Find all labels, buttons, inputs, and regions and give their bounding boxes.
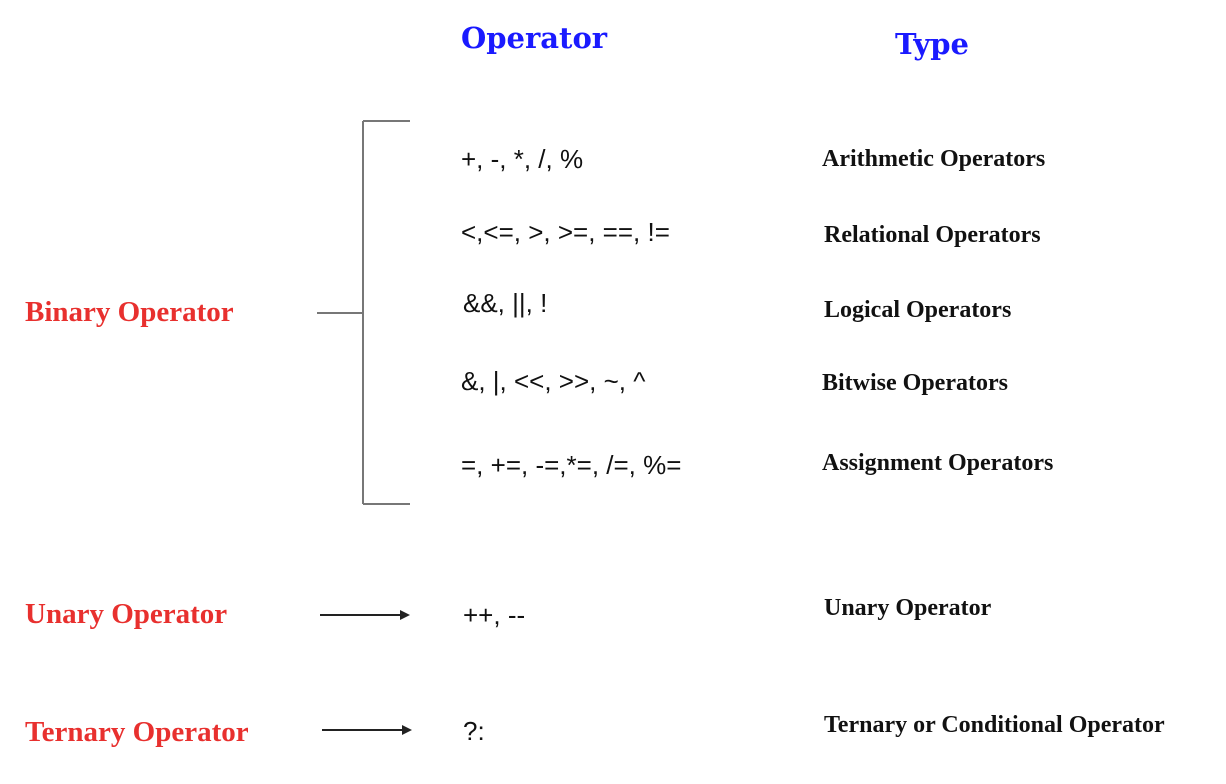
arithmetic-operators-type: Arithmetic Operators xyxy=(822,146,1046,172)
operator-column-header: Operator xyxy=(461,21,608,55)
assignment-operators-type: Assignment Operators xyxy=(822,450,1054,476)
unary-operators-symbols: ++, -- xyxy=(463,600,526,630)
logical-operators-type: Logical Operators xyxy=(824,297,1012,323)
relational-operators-type: Relational Operators xyxy=(824,222,1041,248)
unary-arrow-head xyxy=(400,610,410,620)
ternary-arrow-head xyxy=(402,725,412,735)
ternary-operators-symbols: ?: xyxy=(463,716,485,746)
assignment-operators-symbols: =, +=, -=,*=, /=, %= xyxy=(461,450,682,480)
bitwise-operators-symbols: &, |, <<, >>, ~, ^ xyxy=(461,366,646,396)
type-column-header: Type xyxy=(895,27,969,61)
unary-operator-label: Unary Operator xyxy=(25,598,228,630)
logical-operators-symbols: &&, ||, ! xyxy=(463,288,548,318)
arithmetic-operators-symbols: +, -, *, /, % xyxy=(461,144,584,174)
binary-operator-label: Binary Operator xyxy=(25,296,234,328)
relational-operators-symbols: <,<=, >, >=, ==, != xyxy=(461,217,670,247)
ternary-operator-type: Ternary or Conditional Operator xyxy=(824,712,1165,738)
bitwise-operators-type: Bitwise Operators xyxy=(822,370,1008,396)
unary-operator-type: Unary Operator xyxy=(824,595,992,621)
ternary-operator-label: Ternary Operator xyxy=(25,716,249,748)
